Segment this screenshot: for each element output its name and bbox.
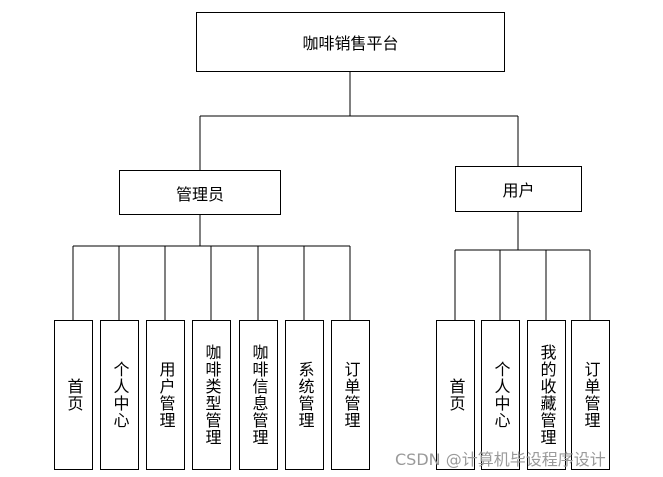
admin-child-label: 咖啡信息管理 (249, 344, 269, 446)
admin-child-label: 咖啡类型管理 (202, 344, 222, 446)
user-label: 用户 (502, 181, 535, 200)
user-child-label: 我的收藏管理 (537, 344, 557, 446)
root-node: 咖啡销售平台 (196, 12, 505, 72)
admin-child-order-management: 订单管理 (331, 320, 370, 470)
user-child-label: 首页 (446, 378, 466, 412)
admin-label: 管理员 (175, 184, 224, 204)
admin-child-label: 系统管理 (295, 361, 315, 429)
user-node: 用户 (455, 166, 582, 212)
user-child-favorites-management: 我的收藏管理 (527, 320, 566, 470)
user-child-profile: 个人中心 (481, 320, 520, 470)
user-child-order-management: 订单管理 (571, 320, 610, 470)
admin-child-coffee-info-management: 咖啡信息管理 (239, 320, 278, 470)
user-child-label: 订单管理 (581, 361, 601, 429)
admin-child-label: 个人中心 (110, 361, 130, 429)
admin-node: 管理员 (119, 170, 281, 215)
admin-child-label: 首页 (64, 378, 84, 412)
admin-child-system-management: 系统管理 (285, 320, 324, 470)
admin-child-label: 用户管理 (156, 361, 176, 429)
user-child-label: 个人中心 (491, 361, 511, 429)
admin-child-coffee-type-management: 咖啡类型管理 (192, 320, 231, 470)
admin-child-user-management: 用户管理 (146, 320, 185, 470)
admin-child-label: 订单管理 (341, 361, 361, 429)
admin-child-profile: 个人中心 (100, 320, 139, 470)
root-label: 咖啡销售平台 (302, 34, 399, 53)
admin-child-home: 首页 (54, 320, 93, 470)
watermark-text: CSDN @计算机毕设程序设计 (395, 450, 606, 469)
user-child-home: 首页 (436, 320, 475, 470)
